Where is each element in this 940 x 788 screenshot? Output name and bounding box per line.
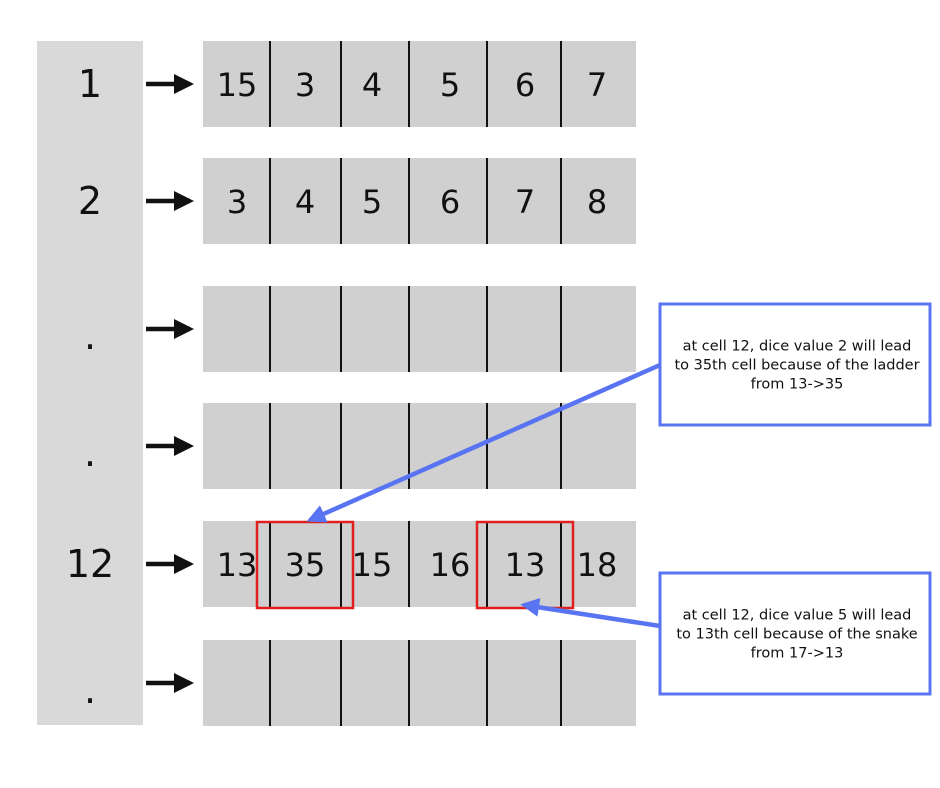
adjacency-list-row	[203, 521, 636, 607]
note-line: from 17->13	[751, 646, 844, 662]
note-pointer-arrow	[306, 362, 661, 523]
list-row: 2 3 4 5 6 7 8	[78, 158, 636, 244]
annotation-note: at cell 12, dice value 2 will lead to 35t…	[306, 302, 932, 523]
row-index-label: .	[84, 431, 96, 475]
row-index-label: 1	[78, 62, 102, 106]
note-line: to 13th cell because of the snake	[676, 627, 917, 643]
cell-value: 4	[295, 183, 315, 221]
adjacency-list-row	[203, 403, 636, 489]
index-column	[37, 41, 143, 725]
cell-value: 13	[505, 546, 546, 584]
adjacency-list-row	[203, 41, 636, 127]
cell-value: 3	[227, 183, 247, 221]
list-row: 12 13 35 15 16 13 18	[66, 521, 636, 607]
note-box	[658, 302, 932, 427]
cell-value: 4	[362, 66, 382, 104]
cell-value: 6	[440, 183, 460, 221]
list-row: .	[84, 403, 636, 489]
cell-value: 18	[577, 546, 618, 584]
adjacency-list-row	[203, 158, 636, 244]
note-line: to 35th cell because of the ladder	[674, 358, 919, 374]
row-index-label: 12	[66, 542, 114, 586]
row-index-label: .	[84, 314, 96, 358]
row-index-label: .	[84, 668, 96, 712]
cell-value: 15	[217, 66, 258, 104]
annotation-note: at cell 12, dice value 5 will lead to 13t…	[520, 571, 932, 696]
note-box	[658, 571, 932, 696]
cell-value: 3	[295, 66, 315, 104]
cell-value: 8	[587, 183, 607, 221]
note-line: from 13->35	[751, 377, 844, 393]
rows: 1 15 3 4 5 6 7 2 3 4 5 6 7 8.. 12 13 35 15 16 13 18.	[66, 41, 636, 726]
cell-value: 6	[515, 66, 535, 104]
cell-value: 7	[587, 66, 607, 104]
cell-value: 15	[352, 546, 393, 584]
row-index-label: 2	[78, 179, 102, 223]
cell-value: 7	[515, 183, 535, 221]
highlight-box	[255, 520, 355, 610]
notes: at cell 12, dice value 2 will lead to 35t…	[306, 302, 932, 696]
list-row: .	[84, 640, 636, 726]
cell-value: 5	[440, 66, 460, 104]
cell-value: 5	[362, 183, 382, 221]
adjacency-list-row	[203, 640, 636, 726]
list-row: .	[84, 286, 636, 372]
note-pointer-arrow	[520, 597, 661, 629]
cell-value: 13	[217, 546, 258, 584]
adjacency-list-row	[203, 286, 636, 372]
note-line: at cell 12, dice value 5 will lead	[683, 608, 912, 624]
note-line: at cell 12, dice value 2 will lead	[683, 339, 912, 355]
list-row: 1 15 3 4 5 6 7	[78, 41, 636, 127]
cell-value: 35	[285, 546, 326, 584]
cell-value: 16	[430, 546, 471, 584]
